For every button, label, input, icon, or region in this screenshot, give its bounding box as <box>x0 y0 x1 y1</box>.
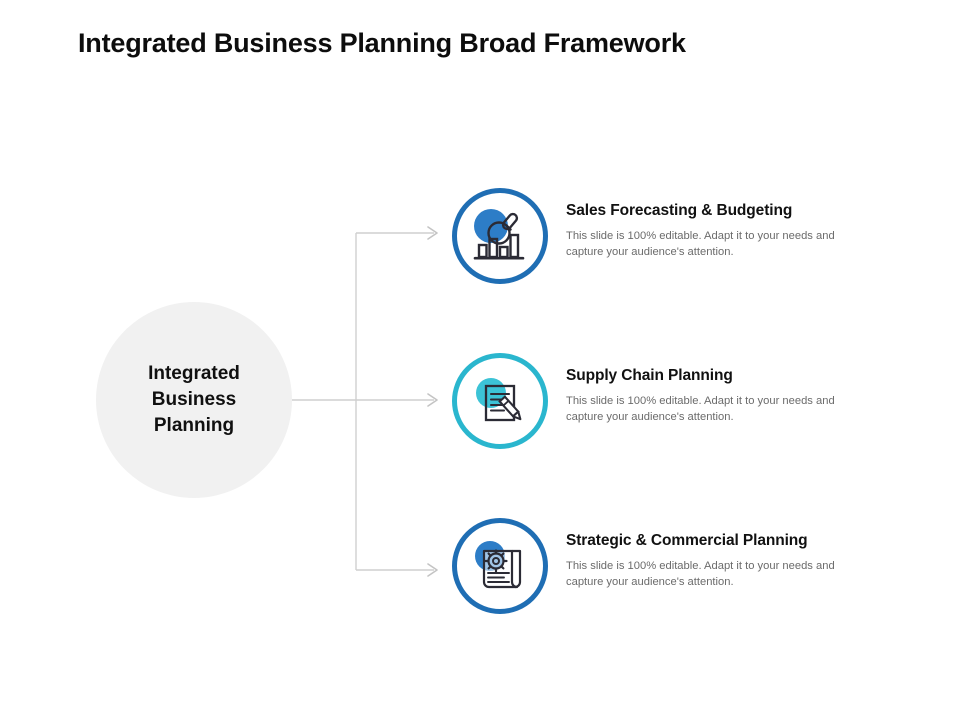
item-body-3: This slide is 100% editable. Adapt it to… <box>566 560 835 588</box>
row-text-block-3: Strategic & Commercial Planning This sli… <box>566 532 892 590</box>
arrowhead-icon-1 <box>427 226 438 240</box>
hub-label-line-2: Business <box>151 389 237 410</box>
framework-item-strategic-commercial-planning: Strategic & Commercial Planning This sli… <box>452 518 892 618</box>
document-pencil-icon <box>476 378 522 422</box>
framework-item-supply-chain-planning: Supply Chain Planning This slide is 100%… <box>452 353 892 453</box>
item-heading-2: Supply Chain Planning <box>566 367 733 384</box>
page-title: Integrated Business Planning Broad Frame… <box>78 28 686 58</box>
icon-circle-2[interactable] <box>452 353 548 449</box>
hub-label-line-1: Integrated <box>148 363 240 384</box>
magnifier-bar-chart-icon <box>473 209 525 260</box>
item-body-1: This slide is 100% editable. Adapt it to… <box>566 230 835 258</box>
framework-item-sales-forecasting-budgeting: Sales Forecasting & Budgeting This slide… <box>452 188 892 288</box>
icon-circle-3[interactable] <box>452 518 548 614</box>
icon-circle-1[interactable] <box>452 188 548 284</box>
hub-circle-integrated-business-planning[interactable]: Integrated Business Planning <box>96 302 292 498</box>
arrowhead-icon-3 <box>427 563 438 577</box>
item-heading-3: Strategic & Commercial Planning <box>566 532 808 549</box>
scroll-gear-icon <box>475 541 522 589</box>
item-body-2: This slide is 100% editable. Adapt it to… <box>566 395 835 423</box>
item-heading-1: Sales Forecasting & Budgeting <box>566 202 793 219</box>
row-text-block-1: Sales Forecasting & Budgeting This slide… <box>566 202 892 260</box>
row-text-block-2: Supply Chain Planning This slide is 100%… <box>566 367 892 425</box>
arrowhead-icon-2 <box>427 393 438 407</box>
hub-label-line-3: Planning <box>153 415 235 436</box>
